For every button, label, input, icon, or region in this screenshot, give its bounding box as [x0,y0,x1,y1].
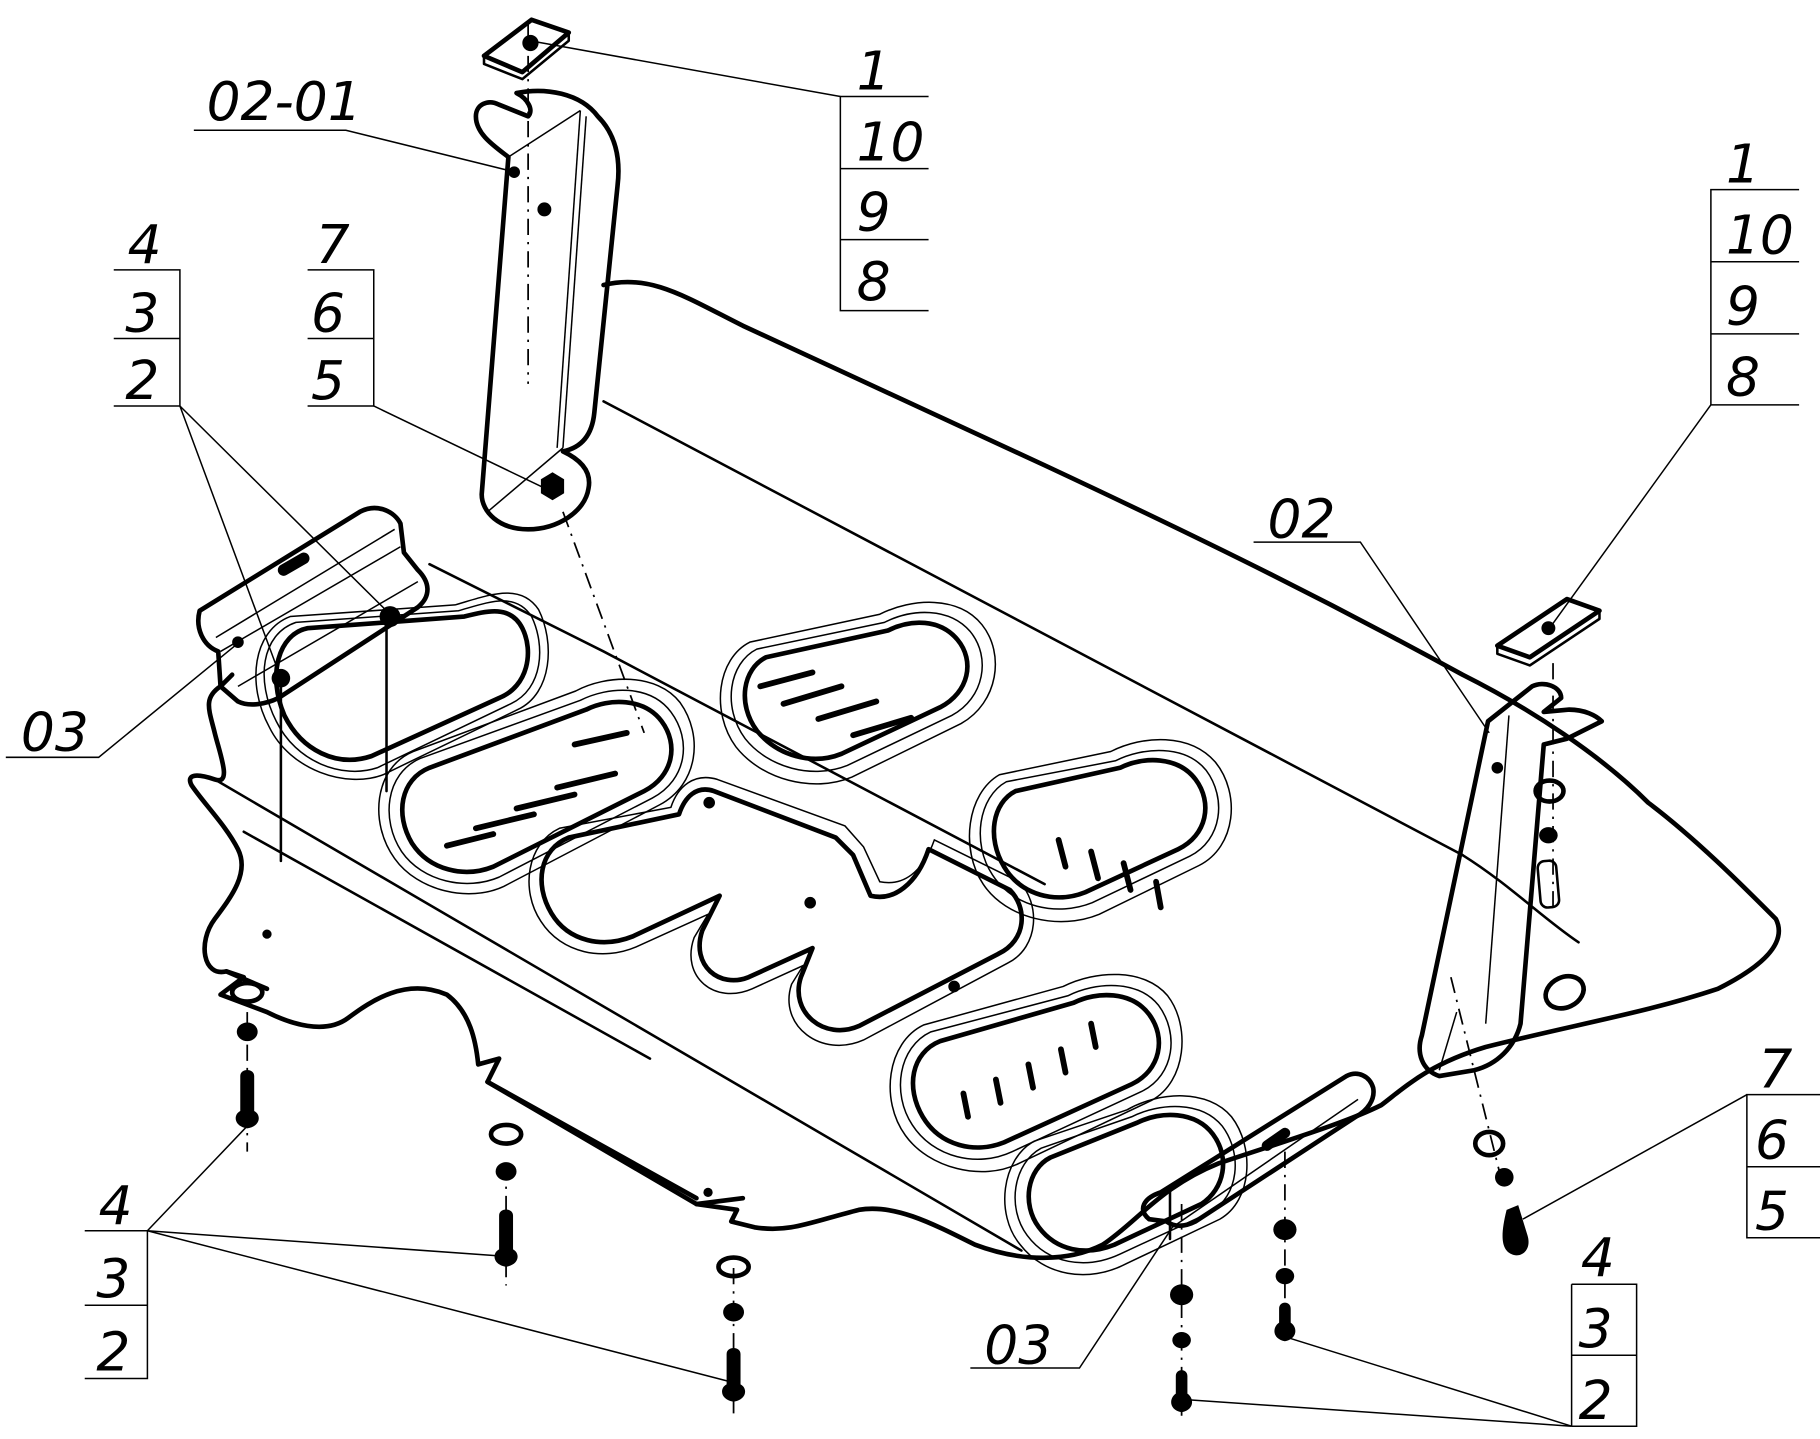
callout-7-6-5-right: 7 6 5 [1522,1038,1820,1243]
svg-text:10: 10 [1726,204,1794,267]
fastener-stack-left-3 [716,1255,751,1414]
callout-4-3-2-upper-left: 4 3 2 [113,213,391,679]
bracket-02 [1417,663,1605,1187]
svg-text:7: 7 [1758,1038,1792,1101]
svg-text:5: 5 [311,349,345,412]
svg-text:2: 2 [125,349,159,412]
bracket-03-left [196,505,430,863]
label-02-01: 02-01 [193,70,511,172]
fastener-stack-right-upper [1533,778,1566,909]
svg-text:1: 1 [1726,133,1760,196]
callout-4-3-2-bottom-right: 4 3 2 [1183,1226,1638,1432]
clip-nut-top-left [481,17,572,81]
svg-text:8: 8 [857,250,891,313]
label-02: 02 [1253,487,1490,734]
fastener-stack-left-1 [229,980,265,1152]
svg-text:7: 7 [316,213,350,276]
svg-text:4: 4 [99,1174,133,1237]
bracket-03-bottom [1140,1071,1376,1420]
svg-text:03: 03 [984,1313,1052,1376]
svg-text:6: 6 [1755,1109,1789,1172]
recess-7 [1004,1095,1248,1276]
svg-text:03: 03 [21,700,89,763]
label-03-bottom: 03 [970,1223,1176,1376]
svg-text:02-01: 02-01 [207,70,362,133]
svg-text:3: 3 [125,281,159,344]
fastener-stack-right-lower [1472,1129,1529,1256]
svg-text:8: 8 [1726,345,1760,408]
svg-text:5: 5 [1755,1180,1789,1243]
svg-text:3: 3 [96,1247,130,1310]
recess-4-serpentine [528,776,1035,1046]
callout-7-6-5-upper-left: 7 6 5 [307,213,546,490]
fastener-stack-bottom-1 [1170,1284,1194,1413]
svg-text:4: 4 [1581,1226,1615,1289]
clip-nut-top-right [1495,596,1602,667]
callout-1-10-9-8-right: 1 10 9 8 [1548,133,1800,629]
recess-6-slotted [889,973,1183,1173]
svg-text:1: 1 [857,40,891,103]
svg-text:9: 9 [1726,275,1760,338]
svg-text:2: 2 [96,1320,130,1383]
fastener-stack-bottom-2 [1273,1219,1297,1342]
svg-text:02: 02 [1268,487,1336,550]
recess-5-slotted [968,738,1233,923]
recess-3-slotted [719,601,997,785]
svg-text:2: 2 [1579,1369,1613,1432]
fastener-stack-left-2 [488,1122,524,1286]
svg-text:6: 6 [311,281,345,344]
svg-text:4: 4 [128,213,162,276]
bracket-02-01 [473,23,646,734]
callout-4-3-2-bottom-left: 4 3 2 [84,1125,732,1383]
svg-text:10: 10 [857,110,925,173]
callout-1-10-9-8-left: 1 10 9 8 [536,40,929,313]
svg-text:3: 3 [1579,1297,1613,1360]
svg-text:9: 9 [857,180,891,243]
recess-2-slotted [378,678,695,895]
label-03-left: 03 [5,642,239,763]
